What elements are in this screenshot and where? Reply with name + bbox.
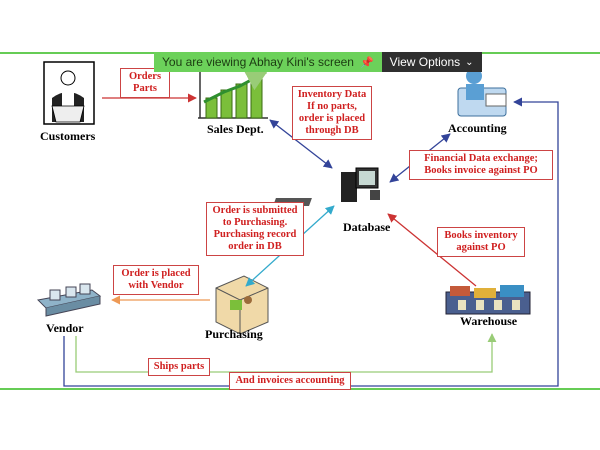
screen-share-status: You are viewing Abhay Kini's screen 📌 [154,52,382,72]
sales-dept-label: Sales Dept. [207,122,264,136]
warehouse-label: Warehouse [460,314,518,328]
purchasing-cubicle-icon [215,275,269,335]
accounting-label: Accounting [448,121,507,135]
financial-data-note: Financial Data exchange;Books invoice ag… [409,150,553,180]
vendor-factory-icon [36,283,102,317]
sales-chart-icon [198,70,268,119]
pin-icon[interactable]: 📌 [359,56,374,69]
ships-parts-note: Ships parts [148,358,210,376]
database-label: Database [343,220,391,234]
invoices-accounting-note: And invoices accounting [229,372,351,390]
view-options-button[interactable]: View Options ⌄ [381,52,482,72]
vendor-label: Vendor [46,321,84,335]
purchasing-label: Purchasing [205,327,263,341]
sales-database-arrow [269,119,333,169]
screen-share-text: You are viewing Abhay Kini's screen [162,55,354,69]
customers-label: Customers [40,129,96,143]
vendor-to-warehouse-line [75,333,497,373]
warehouse-icon [445,285,531,315]
chevron-down-icon: ⌄ [465,56,474,68]
customer-icon [43,61,95,125]
database-computer-icon [273,167,380,206]
view-options-label: View Options [389,55,461,69]
vendor-to-accounting-line [63,97,559,387]
accounting-icon [457,68,507,117]
warehouse-to-database-arrow [387,213,477,287]
screen-share-banner: You are viewing Abhay Kini's screen 📌 Vi… [154,52,482,72]
